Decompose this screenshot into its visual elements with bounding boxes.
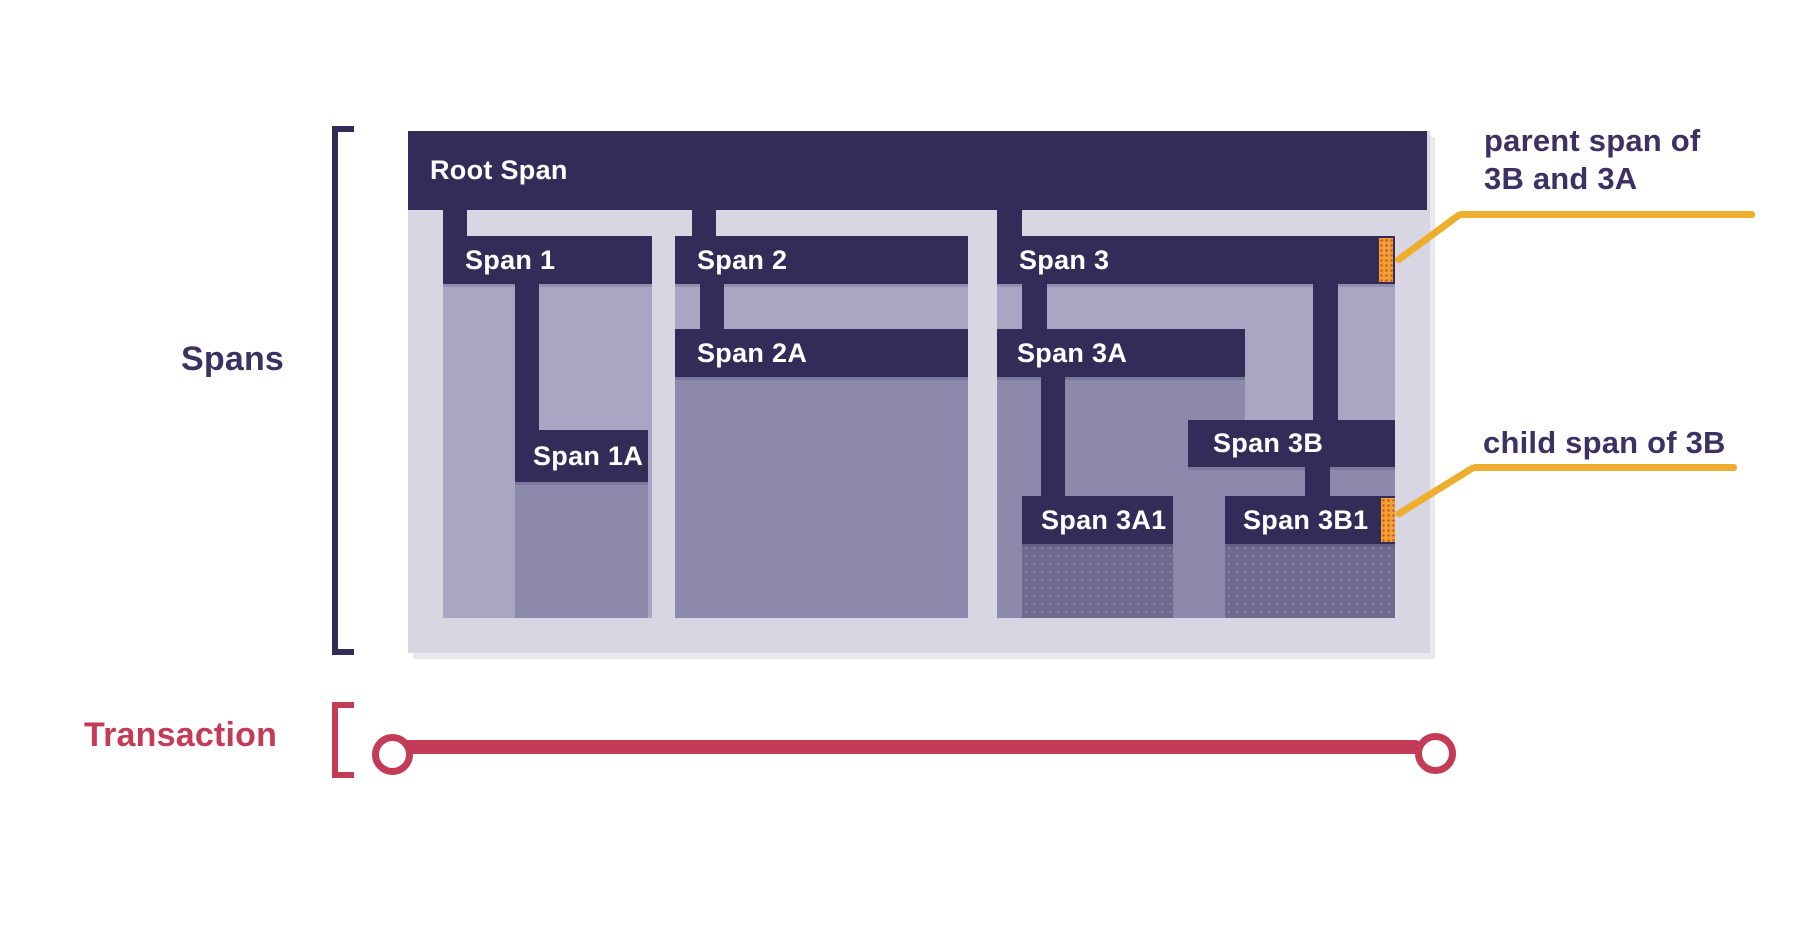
span-3a1-label: Span 3A1: [1041, 504, 1167, 535]
span-2-label: Span 2: [697, 244, 788, 275]
span-2a-duration-fill: [675, 377, 968, 618]
connector-span-3a-to-span-3a1: [1041, 377, 1065, 497]
span-3-bar: Span 3: [997, 236, 1395, 284]
connector-root-to-span-2: [692, 210, 716, 237]
span-1-label: Span 1: [465, 244, 556, 275]
span-3a-bar: Span 3A: [997, 329, 1245, 377]
timeline-start-circle: [372, 734, 413, 775]
span-2-bar: Span 2: [675, 236, 968, 284]
span-2a-label: Span 2A: [697, 337, 808, 368]
span-2a-bar: Span 2A: [675, 329, 968, 377]
spans-section-label: Spans: [181, 340, 285, 378]
span-3b1-bar: Span 3B1: [1225, 496, 1395, 544]
spans-bracket: [332, 126, 354, 655]
connector-span-3b-to-span-3b1: [1305, 467, 1330, 497]
transaction-timeline: [391, 740, 1422, 754]
connector-root-to-span-3: [997, 210, 1022, 237]
span-3b1-label: Span 3B1: [1243, 504, 1369, 535]
parent-callout-line: [1458, 211, 1755, 218]
span-3b-label: Span 3B: [1213, 428, 1324, 458]
child-callout-line: [1472, 464, 1737, 471]
span-3b-bar: Span 3B: [1188, 420, 1395, 467]
transaction-bracket: [332, 702, 354, 778]
span-3a1-bar: Span 3A1: [1022, 496, 1173, 544]
span-3-label: Span 3: [1019, 244, 1110, 275]
span-3b1-duration-fill: [1225, 544, 1395, 618]
connector-span-1-to-span-1a: [515, 284, 539, 431]
parent-span-highlight-marker: [1379, 238, 1393, 282]
spans-container: Root Span Span 1 Span 1A Span 2 Span 2A …: [408, 131, 1430, 653]
transaction-section-label: Transaction: [84, 716, 278, 754]
parent-annotation-line2: 3B and 3A: [1484, 161, 1638, 196]
connector-root-to-span-1: [443, 210, 467, 237]
span-1a-label: Span 1A: [533, 440, 644, 471]
connector-span-2-to-span-2a: [700, 284, 724, 330]
connector-span-3-to-span-3b: [1313, 284, 1338, 421]
span-1a-bar: Span 1A: [515, 430, 648, 482]
span-3a-label: Span 3A: [1017, 337, 1128, 368]
connector-span-3-to-span-3a: [1022, 284, 1047, 330]
span-3a1-duration-fill: [1022, 544, 1173, 618]
span-1a-duration-fill: [515, 482, 648, 618]
parent-annotation-label: parent span of 3B and 3A: [1484, 122, 1700, 198]
span-1-bar: Span 1: [443, 236, 652, 284]
timeline-end-circle: [1415, 733, 1456, 774]
child-span-highlight-marker: [1381, 498, 1395, 542]
parent-annotation-line1: parent span of: [1484, 123, 1701, 158]
child-annotation-label: child span of 3B: [1483, 425, 1726, 460]
root-span-label: Root Span: [430, 155, 568, 185]
root-span-bar: Root Span: [408, 131, 1427, 210]
